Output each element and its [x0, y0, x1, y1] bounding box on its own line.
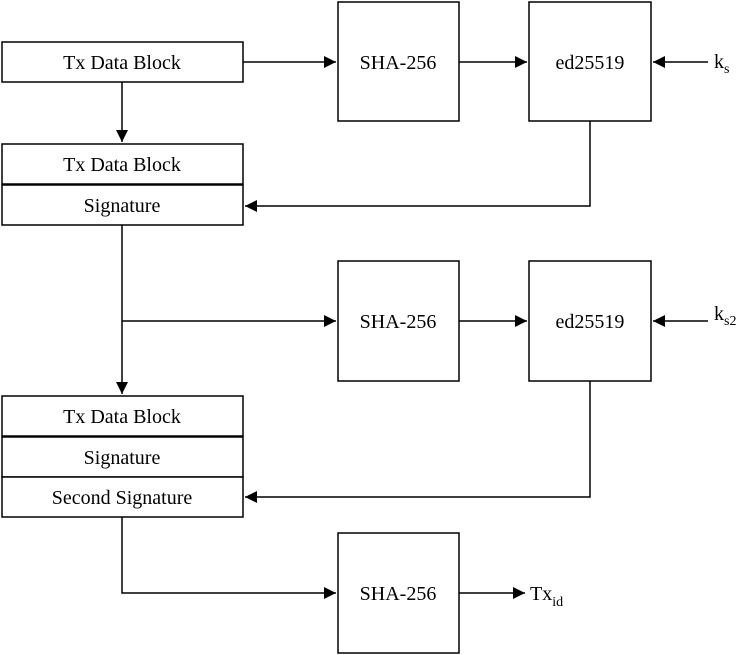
record2-data-block-label: Tx Data Block	[63, 406, 181, 428]
stage1-key-label: ks	[714, 51, 729, 77]
record2-second-signature-label: Second Signature	[52, 487, 193, 509]
stage1-sha256-box: SHA-256	[337, 1, 460, 122]
stage1-sha256-label: SHA-256	[360, 52, 437, 74]
stage1-data-block-label: Tx Data Block	[63, 52, 181, 74]
record2-data-block-cell	[1, 395, 244, 437]
record2-box: Tx Data Block Signature Second Signature	[1, 395, 244, 518]
record1-box: Tx Data Block Signature	[1, 143, 244, 226]
stage3-sha256-box: SHA-256	[337, 532, 460, 654]
stage1-ed25519-label: ed25519	[556, 52, 625, 74]
record1-signature-cell	[1, 184, 244, 226]
stage1-key-base: k	[714, 51, 724, 73]
record2-signature-label: Signature	[84, 447, 161, 469]
record1-data-block-cell	[1, 143, 244, 185]
arrow-signature-return-2	[245, 381, 591, 503]
record1-data-block-label: Tx Data Block	[63, 154, 181, 176]
stage2-key-base: k	[714, 303, 724, 325]
stage2-ed25519-box: ed25519	[528, 260, 652, 382]
stage2-key-label: ks2	[714, 303, 736, 329]
txid-base: Tx	[530, 583, 552, 605]
stage2-ed25519-label: ed25519	[556, 311, 625, 333]
stage1-data-block-box: Tx Data Block	[1, 41, 244, 83]
record2-second-signature-cell	[1, 476, 244, 518]
stage1-key-subscript: s	[724, 62, 729, 77]
txid-output-label: Txid	[530, 583, 563, 610]
stage2-sha256-box: SHA-256	[337, 260, 460, 382]
record1-signature-label: Signature	[84, 195, 161, 217]
txid-subscript: id	[552, 595, 563, 610]
stage2-sha256-label: SHA-256	[360, 311, 437, 333]
stage2-key-subscript: s2	[724, 314, 736, 329]
arrow-signature-return-1	[245, 121, 591, 212]
arrow-record2-to-sha256-3	[121, 517, 336, 599]
stage3-sha256-label: SHA-256	[360, 583, 437, 605]
stage1-ed25519-box: ed25519	[528, 1, 652, 122]
